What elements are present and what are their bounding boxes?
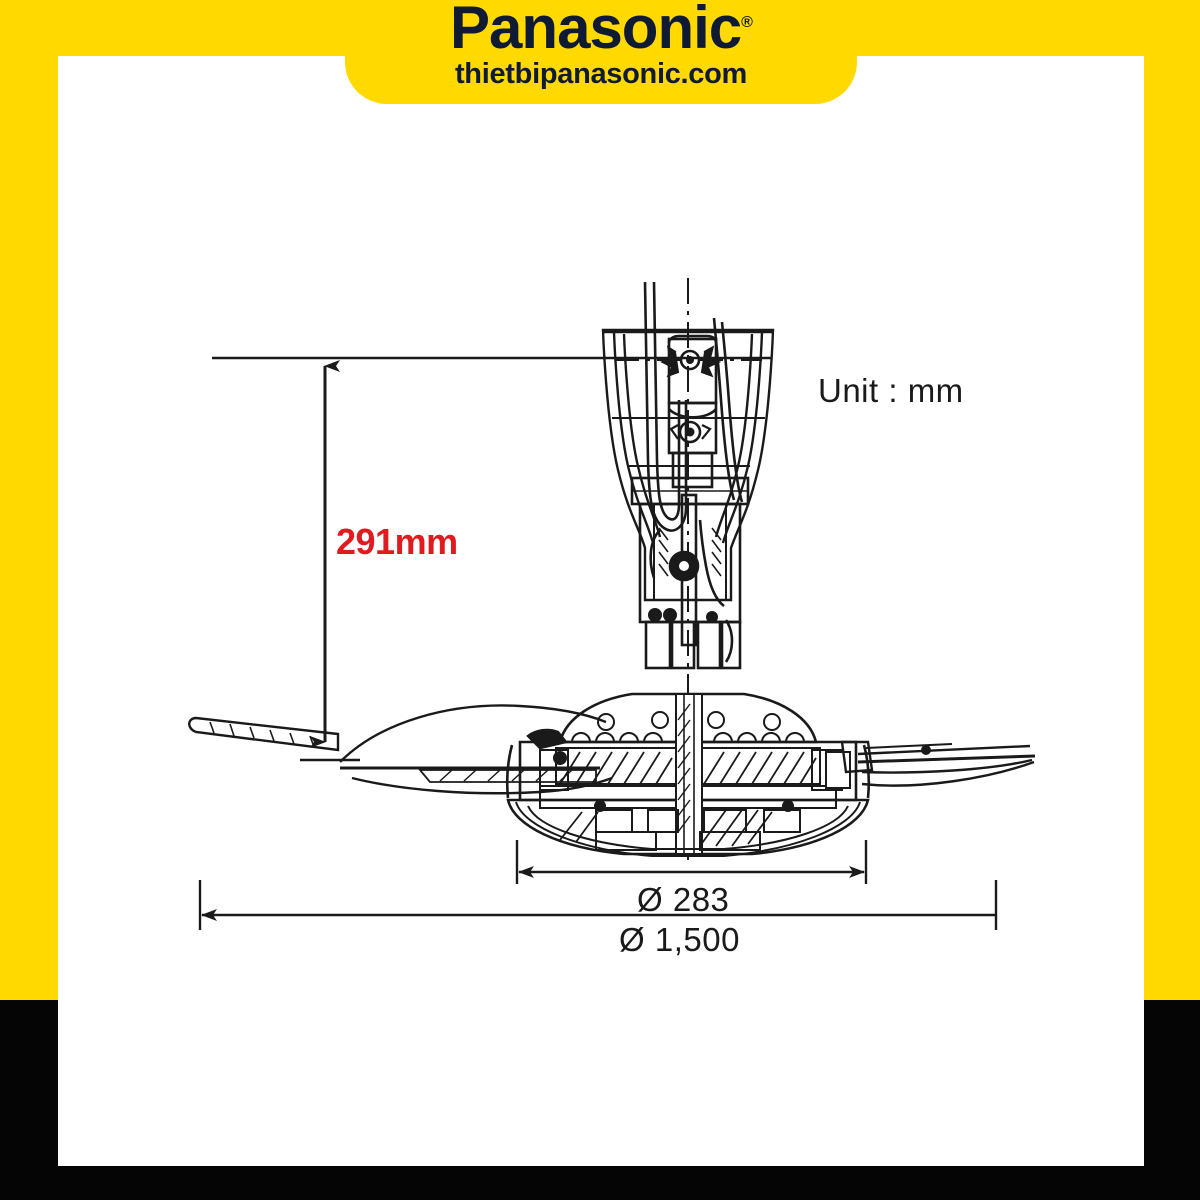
blade-bracket-left — [526, 728, 569, 750]
lower-comp-a — [595, 809, 633, 833]
lower-block-c — [696, 620, 722, 670]
hatch-right — [703, 751, 817, 785]
stator-left — [555, 747, 677, 785]
content-canvas — [58, 56, 1144, 1166]
frame-left-border — [0, 0, 58, 1068]
blade-screw-left — [553, 751, 567, 765]
hanger-pin-inner — [686, 356, 694, 364]
panasonic-logo-banner: Panasonic® thietbipanasonic.com — [345, 0, 857, 104]
blade-right-lower — [861, 758, 1033, 774]
hatch-lower — [559, 809, 773, 847]
height-dimension-label: 291mm — [336, 521, 458, 562]
blade-left-upper — [339, 704, 607, 763]
fastener-left — [594, 800, 606, 812]
hanger-stem-block — [671, 451, 714, 489]
blade-screw-right — [921, 745, 931, 755]
screw-top-far-left — [597, 713, 615, 731]
wiring-loop — [643, 281, 744, 532]
fastener-right — [782, 800, 794, 812]
canopy-assembly — [601, 328, 775, 602]
drawing-geometry — [188, 278, 1036, 930]
motor-internals — [539, 693, 851, 855]
terminal-b — [663, 608, 677, 622]
dome-contour-2 — [527, 805, 849, 850]
unit-note-label: Unit : mm — [818, 372, 964, 409]
hanger-clip-left — [660, 345, 680, 378]
blade-right-inner-line — [865, 743, 953, 749]
lower-block-a — [644, 620, 672, 670]
inner-wire-curve — [649, 529, 661, 579]
frame-bottom-black-border — [0, 1166, 1200, 1200]
wire-right-inner — [720, 321, 744, 503]
stator-right — [699, 747, 821, 785]
frame-right-border — [1144, 0, 1200, 1032]
wire-left-inner — [652, 281, 681, 521]
screw-top-left — [651, 711, 669, 729]
bolt-wing-left — [669, 424, 679, 440]
website-url: thietbipanasonic.com — [454, 58, 748, 90]
lower-block-b — [670, 620, 696, 670]
blade-sweep-label: Ø 1,500 — [619, 921, 740, 958]
brand-name: Panasonic — [450, 0, 742, 61]
hanger-block-curve — [668, 408, 718, 419]
blade-right-trailing — [861, 760, 1035, 787]
terminal-c — [706, 611, 718, 623]
bolt-wing-right — [701, 424, 712, 440]
blade-bracket-right — [840, 740, 874, 774]
registered-trademark-icon: ® — [741, 14, 753, 31]
motor-diameter-label: Ø 283 — [637, 881, 730, 918]
dome-contour-1 — [515, 801, 861, 857]
lower-comp-b — [647, 809, 679, 833]
wire-left — [643, 281, 688, 532]
fan-blades — [188, 704, 1036, 795]
blade-left-tip-hatch — [209, 721, 315, 748]
hanger-ball-assembly — [660, 334, 722, 489]
blade-left-tip — [188, 716, 340, 752]
screw-top-right — [707, 711, 725, 729]
dimension-lines — [198, 356, 998, 930]
inner-wire-curve-right — [698, 519, 725, 608]
canopy-inner-right-2 — [714, 333, 754, 538]
dome-contours — [515, 801, 861, 857]
blade-left-hatch — [439, 769, 573, 782]
screw-top-far-right — [763, 713, 781, 731]
bolt-inner — [685, 427, 695, 437]
blade-right-chord — [857, 754, 1036, 764]
rod-joint-hole — [679, 561, 689, 571]
winding-bumps — [571, 732, 805, 743]
motor-upper-dome — [558, 692, 818, 744]
lower-block-d — [720, 620, 742, 670]
blade-left-section — [418, 769, 597, 783]
motor-housing — [505, 692, 871, 856]
shaft-hatch — [677, 703, 691, 833]
downrod-hatching — [658, 527, 722, 577]
lower-comp-e — [595, 831, 657, 851]
motor-left-edge — [505, 744, 514, 799]
blade-left-lower — [351, 776, 613, 795]
downrod-assembly — [630, 476, 750, 670]
hanger-pin-outer — [679, 349, 701, 371]
brand-wordmark: Panasonic® — [345, 0, 857, 59]
lower-comp-d — [763, 809, 801, 833]
terminal-a — [648, 608, 662, 622]
lower-comp-f — [699, 831, 761, 851]
motor-lower-dome — [506, 798, 870, 856]
blade-right-upper — [857, 744, 1031, 756]
terminal-wire — [724, 619, 734, 663]
canopy-outline — [601, 328, 775, 602]
